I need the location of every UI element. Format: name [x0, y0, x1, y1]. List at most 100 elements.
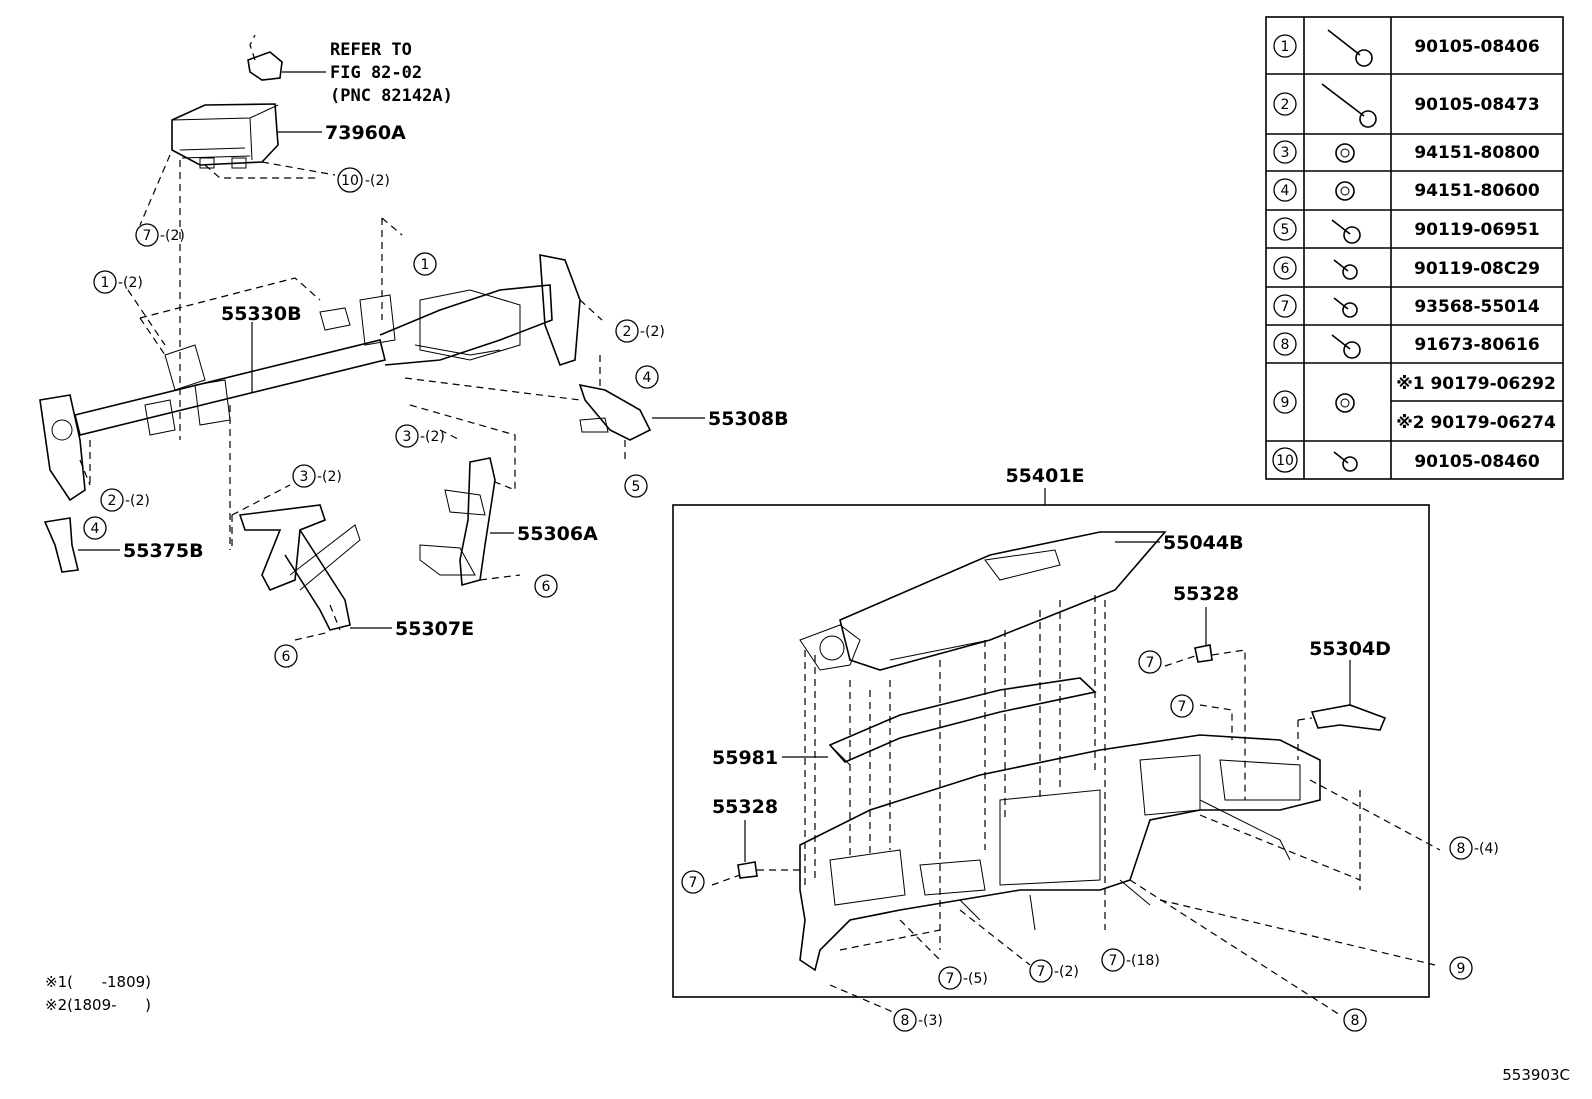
svg-text:6: 6 [282, 649, 291, 665]
svg-text:5: 5 [1281, 222, 1290, 238]
callout-2: 2 -(2) [615, 319, 665, 343]
bolt-icon [1333, 259, 1358, 280]
svg-text:3: 3 [403, 429, 412, 445]
brace-55306A-drawing [419, 457, 496, 587]
part-label-55981: 55981 [712, 747, 778, 769]
table-cell-part: ※2 90179-06274 [1396, 413, 1556, 433]
callout-9: 9 [1449, 956, 1473, 980]
nut-icon [1335, 143, 1355, 163]
table-cell-part: 90105-08406 [1414, 37, 1539, 57]
table-row-3-num: 3 [1273, 140, 1297, 164]
table-cell-part: 93568-55014 [1414, 297, 1540, 317]
part-label-55375B: 55375B [123, 540, 204, 562]
part-label-55330B: 55330B [221, 303, 302, 325]
instrument-top-pad-drawing [799, 531, 1167, 671]
svg-text:8: 8 [1351, 1013, 1360, 1029]
table-row-2-num: 2 [1273, 92, 1297, 116]
part-label-55307E: 55307E [395, 618, 474, 640]
svg-text:7: 7 [1146, 655, 1155, 671]
svg-text:-(4): -(4) [1474, 841, 1499, 857]
svg-text:7: 7 [1178, 699, 1187, 715]
table-cell-part: 94151-80800 [1414, 143, 1540, 163]
callout-8: 8 -(4) [1449, 836, 1499, 860]
callout-7: 7 [1170, 694, 1194, 718]
table-row-7-num: 7 [1273, 294, 1297, 318]
svg-text:1: 1 [101, 275, 110, 291]
svg-text:-(2): -(2) [160, 228, 185, 244]
nut-icon [1335, 181, 1355, 201]
nut-icon [1335, 393, 1355, 413]
table-cell-part: 90105-08473 [1414, 95, 1539, 115]
svg-text:2: 2 [108, 493, 117, 509]
table-row-10-num: 10 [1272, 447, 1298, 473]
callout-4: 4 [635, 365, 659, 389]
svg-text:6: 6 [1281, 261, 1290, 277]
bracket-55375B-drawing [43, 517, 79, 573]
svg-text:-(2): -(2) [640, 324, 665, 340]
svg-text:9: 9 [1457, 961, 1466, 977]
svg-text:7: 7 [1037, 964, 1046, 980]
svg-text:-(2): -(2) [420, 429, 445, 445]
svg-text:7: 7 [143, 228, 152, 244]
svg-text:FIG 82-02: FIG 82-02 [330, 63, 422, 83]
callout-7: 7 [1138, 650, 1162, 674]
svg-text:8: 8 [901, 1013, 910, 1029]
svg-text:5: 5 [632, 479, 641, 495]
long-bolt-icon [1321, 83, 1377, 128]
svg-text:4: 4 [643, 370, 652, 386]
svg-text:3: 3 [1281, 145, 1290, 161]
note-1: ※1( -1809) [45, 973, 151, 991]
table-row-6-num: 6 [1273, 256, 1297, 280]
cross-beam-drawing [39, 254, 581, 502]
callout-6: 6 [534, 574, 558, 598]
note-2: ※2(1809- ) [45, 996, 151, 1014]
svg-text:-(5): -(5) [963, 971, 988, 987]
part-label-55328-upper: 55328 [1173, 583, 1239, 605]
callout-1: 1 -(2) [93, 270, 143, 294]
part-label-55401E: 55401E [1005, 465, 1084, 487]
bolt-icon [1327, 29, 1373, 67]
retainer-clip-drawing [737, 861, 758, 879]
table-row-1-num: 1 [1273, 34, 1297, 58]
fastener-table: 1 2 3 4 5 6 7 8 9 10 90105-08406 90105-0… [1265, 16, 1564, 480]
callout-3: 3 -(2) [395, 424, 445, 448]
part-label-55044B: 55044B [1163, 532, 1244, 554]
callout-3: 3 -(2) [292, 464, 342, 488]
callout-7: 7 -(18) [1101, 948, 1160, 972]
svg-text:-(2): -(2) [125, 493, 150, 509]
cover-55304D-drawing [1310, 704, 1387, 731]
table-row-5-num: 5 [1273, 217, 1297, 241]
callout-10: 10 -(2) [337, 167, 390, 193]
callout-6: 6 [274, 644, 298, 668]
svg-text:2: 2 [623, 324, 632, 340]
bolt-icon [1331, 334, 1361, 359]
bolt-icon [1333, 451, 1358, 472]
svg-text:7: 7 [1281, 299, 1290, 315]
part-label-55306A: 55306A [517, 523, 598, 545]
washer-bolt-icon [1331, 219, 1361, 244]
svg-text:-(2): -(2) [317, 469, 342, 485]
assembly-box-55401E [672, 504, 1430, 998]
svg-text:8: 8 [1457, 841, 1466, 857]
retainer-clip-drawing [1194, 644, 1213, 663]
table-row-9-num: 9 [1273, 390, 1297, 414]
bolt-icon [1333, 297, 1358, 318]
brace-55307E-drawing [238, 504, 361, 631]
svg-text:-(2): -(2) [1054, 964, 1079, 980]
bracket-55308B-drawing [578, 383, 652, 441]
callout-7: 7 [681, 870, 705, 894]
callout-4: 4 [83, 516, 107, 540]
table-cell-part: 94151-80600 [1414, 181, 1540, 201]
svg-text:10: 10 [1276, 453, 1294, 469]
callout-7: 7 -(2) [1029, 959, 1079, 983]
table-cell-part: 90119-06951 [1414, 220, 1539, 240]
svg-text:-(18): -(18) [1126, 953, 1160, 969]
part-label-55308B: 55308B [708, 408, 789, 430]
callout-5: 5 [624, 474, 648, 498]
svg-text:-(2): -(2) [365, 173, 390, 189]
airbag-module-drawing [171, 51, 283, 169]
svg-text:10: 10 [341, 173, 359, 189]
table-cell-part: 90119-08C29 [1414, 259, 1540, 279]
table-row-8-num: 8 [1273, 332, 1297, 356]
svg-text:4: 4 [91, 521, 100, 537]
